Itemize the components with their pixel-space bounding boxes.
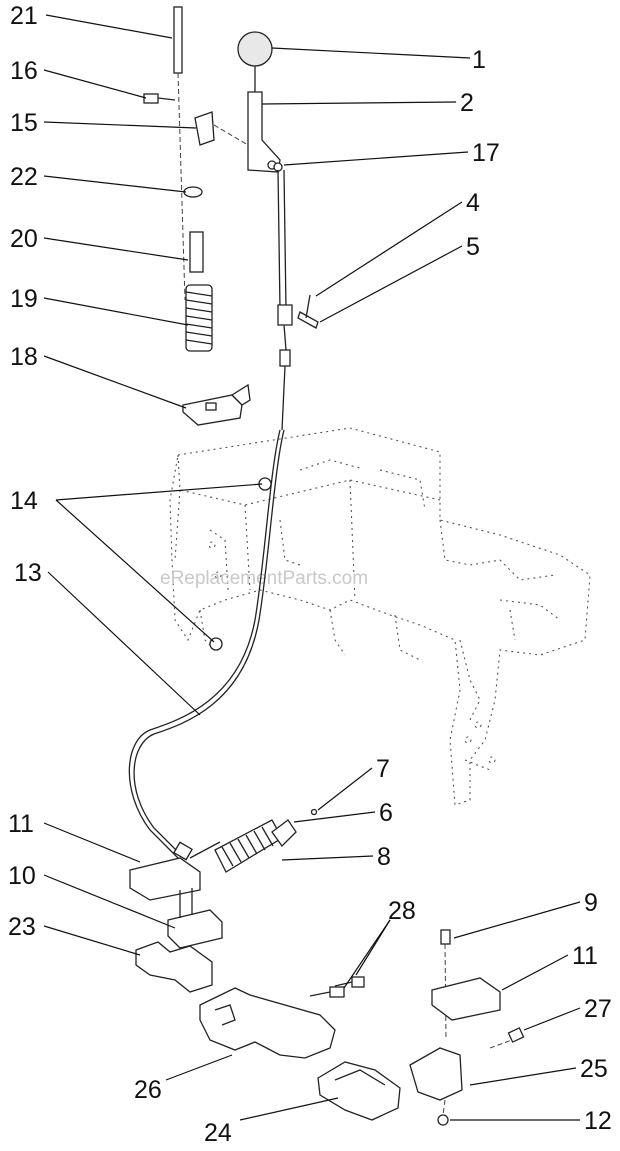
callout-20: 20 (10, 225, 38, 253)
callout-1: 1 (472, 46, 486, 74)
callout-21: 21 (10, 2, 38, 30)
callout-16: 16 (10, 57, 38, 85)
bolts-center (309, 976, 365, 998)
cable-fitting (173, 841, 193, 861)
callout-13: 13 (14, 559, 42, 587)
watermark: eReplacementParts.com (160, 568, 368, 589)
pivot-nut (273, 162, 283, 172)
callout-9: 9 (584, 889, 598, 917)
nut-right (437, 1114, 449, 1126)
callout-15: 15 (10, 109, 38, 137)
bolt-27 (507, 1027, 525, 1043)
spring (185, 284, 213, 352)
callout-8: 8 (377, 843, 391, 871)
callout-22: 22 (10, 163, 38, 191)
pad-right (431, 977, 501, 1021)
clevis-pin (297, 311, 319, 329)
mount-left (135, 941, 213, 993)
callout-19: 19 (10, 285, 38, 313)
callout-27: 27 (584, 995, 612, 1023)
chassis-frame (169, 427, 591, 806)
callout-11-left: 11 (8, 810, 34, 838)
control-cable (128, 429, 281, 861)
cotter-pin (310, 808, 318, 816)
callout-6: 6 (379, 799, 393, 827)
return-spring (214, 819, 283, 873)
callout-14: 14 (10, 487, 38, 515)
control-knob (237, 31, 273, 92)
bolt-right (440, 929, 451, 945)
callout-26: 26 (134, 1076, 162, 1104)
center-plate (199, 987, 336, 1059)
callout-24: 24 (204, 1119, 232, 1147)
callout-10: 10 (8, 862, 36, 890)
callout-18: 18 (10, 343, 38, 371)
callout-17: 17 (472, 139, 500, 167)
callout-23: 23 (8, 913, 36, 941)
callout-7: 7 (376, 755, 390, 783)
callout-4: 4 (466, 189, 480, 217)
washer (183, 186, 203, 198)
pad-left (129, 857, 201, 901)
control-lever (247, 91, 281, 173)
callout-2: 2 (460, 89, 474, 117)
rod (173, 6, 186, 301)
bracket (194, 111, 215, 146)
spacer (189, 231, 204, 273)
callout-labels: 21 16 15 22 20 19 18 14 13 11 10 23 1 2 … (8, 2, 612, 1147)
leader-lines (43, 14, 581, 1121)
callout-12: 12 (584, 1107, 612, 1135)
callout-5: 5 (466, 233, 480, 261)
plate-slot (205, 402, 217, 411)
spring-collar (271, 819, 297, 848)
callout-25: 25 (580, 1055, 608, 1083)
bracket-right (409, 1047, 463, 1101)
bracket-left (167, 909, 223, 949)
callout-11-right: 11 (572, 942, 598, 970)
bolt (143, 93, 176, 104)
callout-28: 28 (388, 897, 416, 925)
cable-end (279, 349, 291, 367)
clevis (277, 304, 293, 326)
